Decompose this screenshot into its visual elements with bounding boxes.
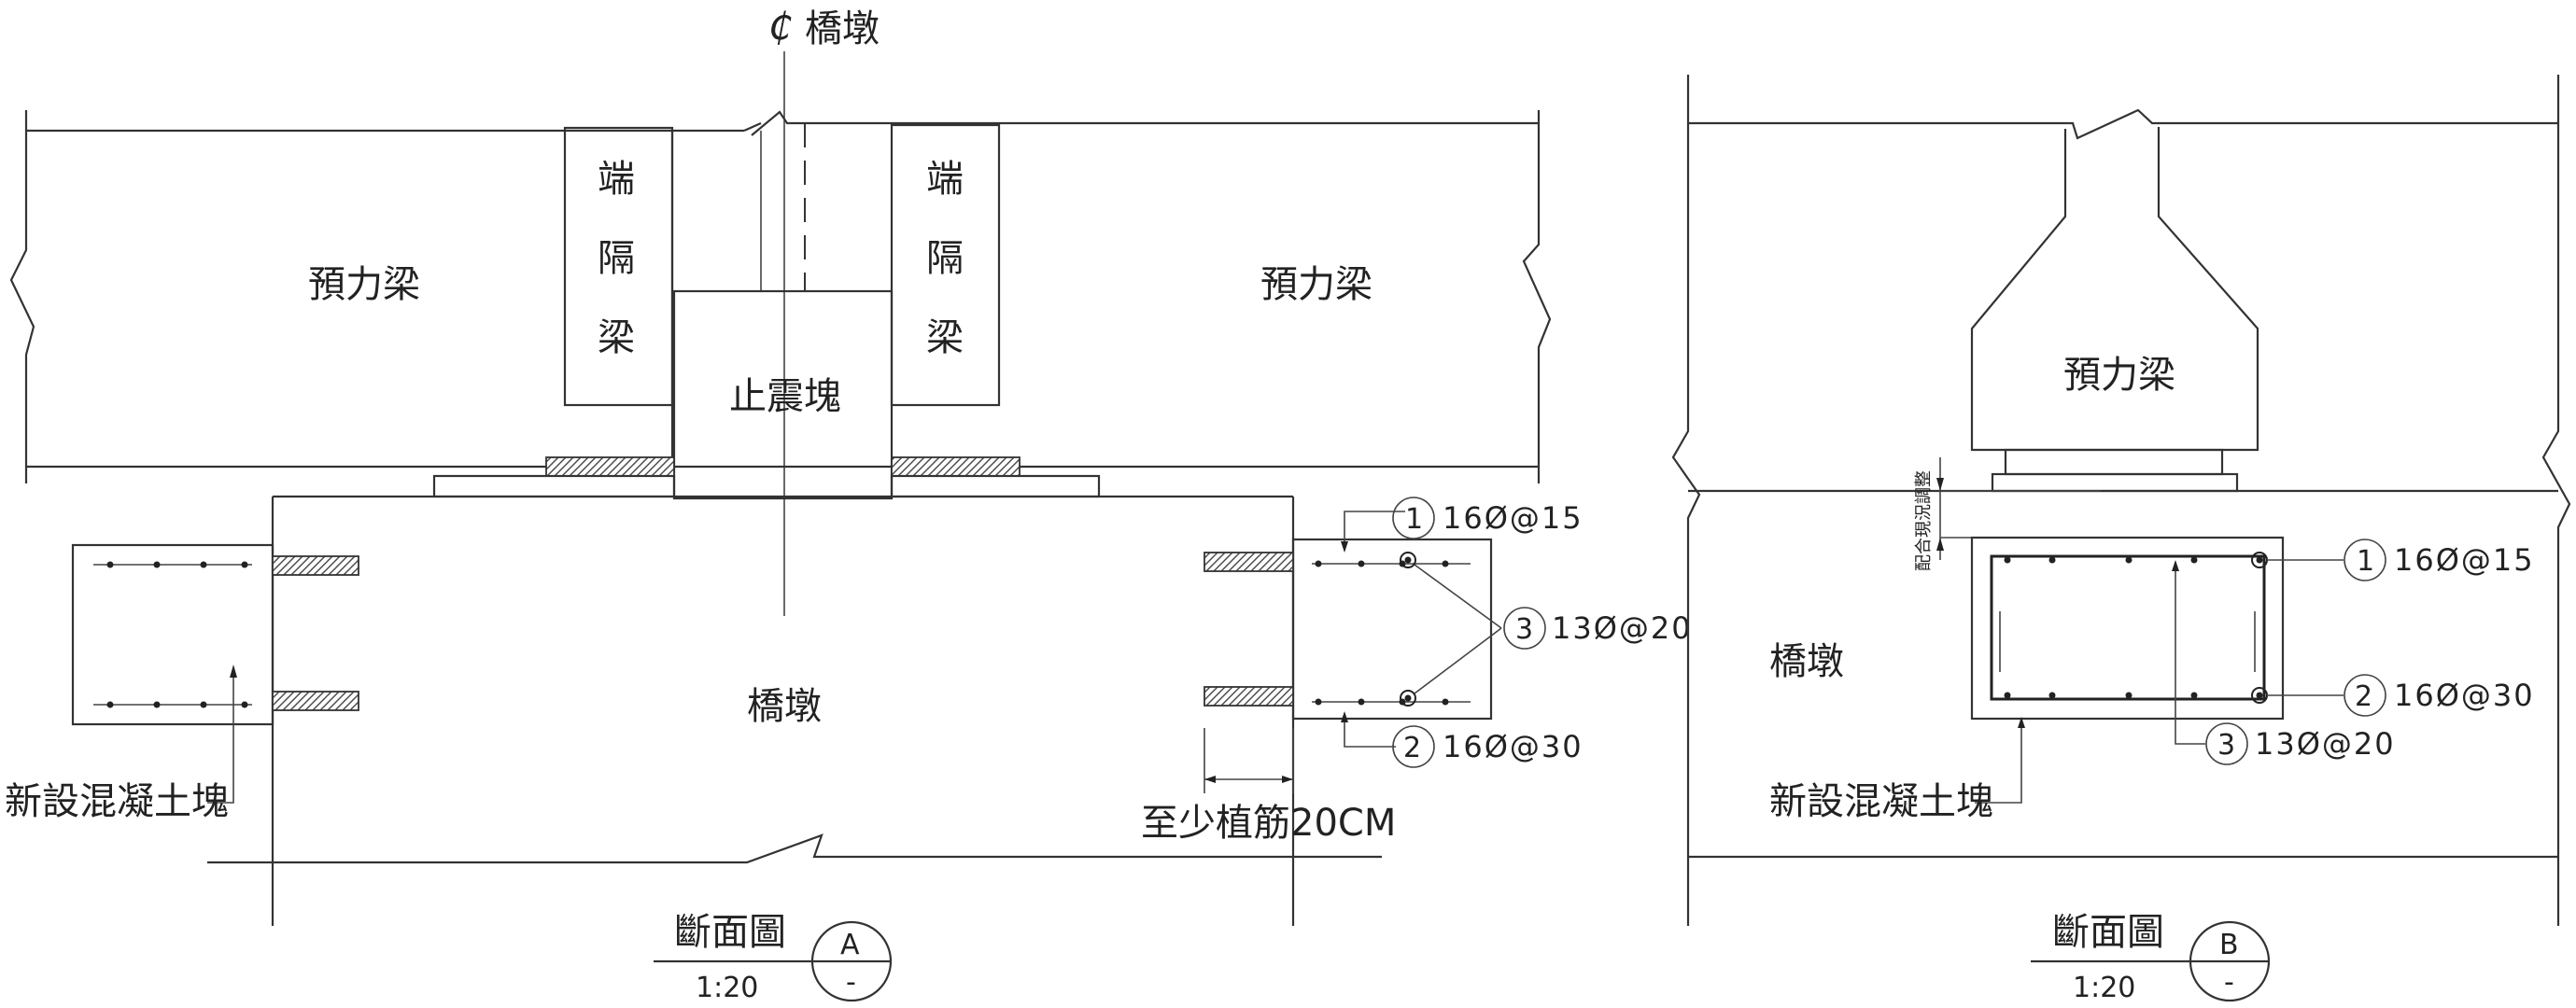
svg-text:3: 3 bbox=[1515, 613, 1533, 646]
svg-text:-: - bbox=[846, 966, 856, 999]
pier-b-label: 橋墩 bbox=[1769, 640, 1844, 683]
section-a: ₵ 橋墩 預力梁 預力梁 端 隔 梁 端 bbox=[5, 6, 1693, 1004]
end-diaphragm-right: 端 隔 梁 bbox=[890, 123, 1001, 407]
centerline-label: 橋墩 bbox=[805, 7, 880, 50]
svg-text:1: 1 bbox=[1405, 503, 1423, 536]
section-b-scale: 1:20 bbox=[2073, 972, 2135, 1004]
section-b-tag: B bbox=[2219, 929, 2239, 961]
svg-text:隔: 隔 bbox=[926, 237, 964, 280]
bearing-pads bbox=[432, 456, 1101, 498]
svg-text:1: 1 bbox=[2357, 545, 2374, 578]
shear-key: 止震塊 bbox=[672, 289, 894, 500]
anchorage-note: 至少植筋20CM bbox=[1141, 802, 1396, 845]
new-block-b: 新設混凝土塊 bbox=[1769, 536, 2285, 823]
girder-label: 預力梁 bbox=[2063, 354, 2175, 397]
pier-centerline: ₵ 橋墩 bbox=[768, 6, 880, 616]
new-block-left-label: 新設混凝土塊 bbox=[5, 780, 229, 823]
pier-label: 橋墩 bbox=[747, 685, 822, 728]
pier-cap: 橋墩 bbox=[207, 495, 1382, 926]
new-block-b-label: 新設混凝土塊 bbox=[1769, 780, 1993, 823]
section-a-tag: A bbox=[840, 929, 860, 961]
svg-text:2: 2 bbox=[1403, 732, 1421, 764]
section-b-title: 斷面圖 1:20 B - bbox=[2031, 911, 2271, 1004]
svg-text:3: 3 bbox=[2217, 729, 2235, 762]
svg-text:13Ø@20: 13Ø@20 bbox=[2255, 726, 2396, 762]
section-a-scale: 1:20 bbox=[696, 972, 758, 1004]
left-beam-label: 預力梁 bbox=[308, 263, 420, 306]
svg-text:16Ø@15: 16Ø@15 bbox=[2394, 542, 2535, 578]
svg-text:隔: 隔 bbox=[598, 237, 635, 280]
adjust-note: 配合現況調整 bbox=[1914, 470, 1934, 571]
section-a-title-text: 斷面圖 bbox=[674, 911, 786, 954]
new-block-left: 新設混凝土塊 bbox=[5, 543, 359, 823]
centerline-symbol: ₵ bbox=[768, 6, 792, 49]
svg-text:端: 端 bbox=[598, 158, 635, 201]
section-b: 預力梁 橋墩 配合現況調整 bbox=[1671, 75, 2571, 1004]
svg-text:2: 2 bbox=[2355, 680, 2372, 713]
shear-key-label: 止震塊 bbox=[729, 375, 841, 418]
svg-text:16Ø@15: 16Ø@15 bbox=[1443, 500, 1584, 536]
rebar-callouts-a: 1 16Ø@15 3 13Ø@20 2 16Ø@30 bbox=[1392, 497, 1693, 768]
svg-text:端: 端 bbox=[926, 158, 964, 201]
svg-text:-: - bbox=[2224, 966, 2234, 999]
new-block-right: 至少植筋20CM bbox=[1141, 511, 1493, 845]
svg-text:16Ø@30: 16Ø@30 bbox=[1443, 729, 1584, 764]
section-a-title: 斷面圖 1:20 A - bbox=[654, 911, 893, 1004]
beam-outline bbox=[9, 110, 1552, 483]
svg-text:梁: 梁 bbox=[598, 316, 635, 359]
prestressed-girder: 預力梁 bbox=[1970, 127, 2259, 493]
svg-text:16Ø@30: 16Ø@30 bbox=[2394, 678, 2535, 713]
right-beam-label: 預力梁 bbox=[1260, 263, 1372, 306]
svg-text:梁: 梁 bbox=[926, 316, 964, 359]
rebar-callouts-b: 1 16Ø@15 2 16Ø@30 3 13Ø@20 bbox=[2172, 539, 2535, 765]
svg-text:13Ø@20: 13Ø@20 bbox=[1552, 610, 1693, 646]
section-b-title-text: 斷面圖 bbox=[2052, 911, 2164, 954]
end-diaphragm-left: 端 隔 梁 bbox=[563, 126, 674, 467]
